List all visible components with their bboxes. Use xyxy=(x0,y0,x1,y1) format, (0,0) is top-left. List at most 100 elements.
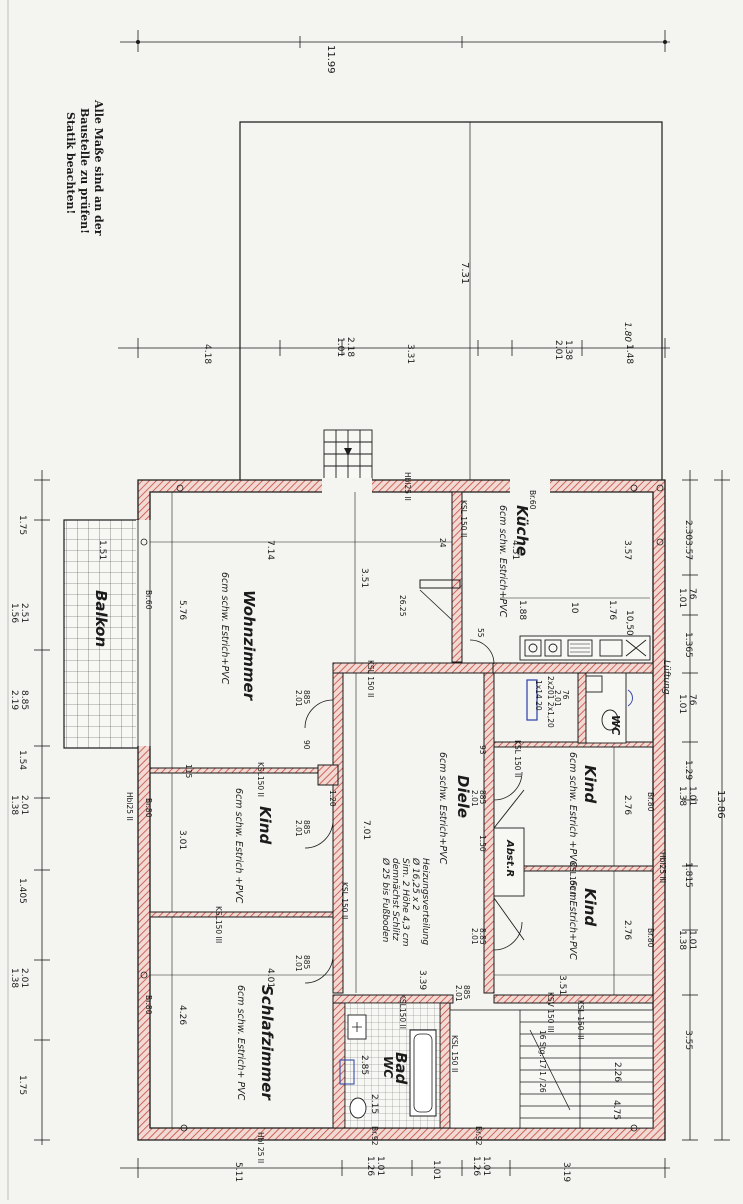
svg-text:Sim. 2 Höhe 4,3 cm: Sim. 2 Höhe 4,3 cm xyxy=(400,858,410,947)
dim-kind-351: 3.51 xyxy=(557,975,567,995)
wall-ksl-bad-h: KSL150 II xyxy=(398,994,407,1029)
dim-r-1815: 1.815 xyxy=(683,862,693,888)
dim-r-357: 3.57 xyxy=(683,540,693,560)
interior-walls xyxy=(149,491,654,1129)
dim-wz-351: 3.51 xyxy=(359,568,369,588)
entrance-steps xyxy=(323,429,373,487)
dim-wz-width: 7.14 xyxy=(265,540,275,560)
dim-d-885e: 885 xyxy=(462,985,471,1000)
dim-top-total: 11.99 xyxy=(325,45,336,74)
kind2-finish: 6cm schw. Estrich +PVC xyxy=(567,752,578,868)
dim-d-201b: 2.01 xyxy=(294,820,303,837)
dim-d-93: 93 xyxy=(478,745,487,755)
dim-d-120: 1.20 xyxy=(328,790,337,807)
dim-r-1386: 13.86 xyxy=(715,790,726,819)
dim-kind-276a: 2.76 xyxy=(622,795,632,815)
dim-d-885f: 8.85 xyxy=(478,928,487,945)
dim-k-357: 3.57 xyxy=(622,540,632,560)
dim-l-201: 2.01 xyxy=(19,795,29,815)
dim-l-1405: 1.405 xyxy=(17,878,27,904)
dim-d-201c: 2.01 xyxy=(294,955,303,972)
svg-text:Heizungsverteilung: Heizungsverteilung xyxy=(420,858,430,945)
bottom-dimension-chain xyxy=(120,1158,670,1178)
dim-l-156: 1.56 xyxy=(9,603,19,623)
dim-d-2625: 26.25 xyxy=(398,595,407,617)
opening-br60-w: Br.60 xyxy=(144,590,153,610)
wohnzimmer-label: Wohnzimmer xyxy=(240,590,258,702)
note-line-2: Baustelle zu prüfen! xyxy=(78,108,91,234)
dim-hand-180: 1.80 xyxy=(622,322,632,342)
wall-ksl-right-a: KSL 150 III xyxy=(576,1000,585,1040)
dim-diele-339: 3.39 xyxy=(417,970,427,990)
dim-l-251: 2.51 xyxy=(19,603,29,623)
dim-201: 2.01 xyxy=(553,340,563,360)
dim-r-129: 1.29 xyxy=(683,760,693,780)
wall-hbl-left: Hbl25 II xyxy=(125,792,134,821)
dim-b-511: 5.11 xyxy=(233,1162,243,1182)
note-line-3: Statik beachten! xyxy=(64,112,77,214)
svg-text:Ø 25 bis Fußboden: Ø 25 bis Fußboden xyxy=(380,857,391,943)
dim-d-55: 55 xyxy=(476,628,485,638)
kind1-label: Kind xyxy=(256,806,274,844)
dim-l-138: 1.38 xyxy=(9,795,19,815)
dim-b-126: 1.26 xyxy=(365,1156,375,1176)
dim-331: 3.31 xyxy=(405,344,415,364)
diele-heating-note: Heizungsverteilung Ø 16,25 x 2 Sim. 2 Hö… xyxy=(380,857,430,947)
wall-hbl-top: Hbl25 II xyxy=(403,472,412,501)
opening-br80-a: Br.80 xyxy=(144,798,153,818)
right-dimension-chain xyxy=(682,470,730,1141)
svg-text:Ø 16,25 x 2: Ø 16,25 x 2 xyxy=(410,857,421,911)
dim-b-319: 3.19 xyxy=(561,1162,571,1182)
dim-d-201e: 2.01 xyxy=(454,985,463,1002)
kind3-label: Kind xyxy=(581,888,599,926)
dim-138: 1.38 xyxy=(563,340,573,360)
bad-sub-label: WC xyxy=(381,1056,395,1078)
bad-label: Bad xyxy=(392,1052,410,1085)
site-note: Alle Maße sind an der Baustelle zu prüfe… xyxy=(64,99,105,236)
dim-218: 2.18 xyxy=(345,337,355,357)
dim-diele-701: 7.01 xyxy=(361,820,371,840)
dim-k-50: 10,50 xyxy=(624,610,634,636)
dim-r-101b: 1.01 xyxy=(677,694,687,714)
dim-bad-215: 2.15 xyxy=(369,1094,379,1114)
dim-d-885b: 885 xyxy=(302,820,311,835)
top-dimension xyxy=(120,30,670,52)
opening-br80-b: Br.80 xyxy=(144,995,153,1015)
dim-r-355: 3.55 xyxy=(683,1030,693,1050)
terrace-outline xyxy=(239,121,663,480)
diele-finish: 6cm schw. Estrich+PVC xyxy=(437,752,448,865)
dim-l-201b: 2.01 xyxy=(19,968,29,988)
wc-label: WC xyxy=(609,715,622,735)
dim-l-219: 2.19 xyxy=(9,690,19,710)
wall-lueftung: Lüftung xyxy=(661,660,671,695)
schlafzimmer-label: Schlafzimmer xyxy=(258,985,276,1101)
left-dimension-chain xyxy=(34,470,50,1145)
dim-k-10: 10 xyxy=(569,602,579,614)
dim-418: 4.18 xyxy=(202,344,212,364)
dim-d-1x14: 1x14 20 xyxy=(534,680,543,711)
kueche-label: Küche xyxy=(513,505,531,556)
dim-b-126b: 1.26 xyxy=(471,1156,481,1176)
dim-l-175b: 1.75 xyxy=(17,1075,27,1095)
wall-hbl-right: Hbl25 III xyxy=(658,852,667,883)
wall-ksl-kind-a: KSL150 II xyxy=(568,862,577,897)
dim-b-101b: 1.01 xyxy=(431,1160,441,1180)
wall-ksl-kueche: KSL 150 II xyxy=(459,500,468,537)
dim-r-1365: 1.365 xyxy=(683,632,693,658)
note-line-1: Alle Maße sind an der xyxy=(92,99,105,236)
dim-schl-426: 4.26 xyxy=(177,1005,187,1025)
dim-r-230: 2.30 xyxy=(683,520,693,540)
kind2-label: Kind xyxy=(581,765,599,803)
dim-d-201f: 2.01 xyxy=(470,928,479,945)
wall-ksl-bad-v: KSL 150 II xyxy=(450,1035,459,1072)
balkon-label: Balkon xyxy=(92,590,110,647)
opening-br80-d: Br.80 xyxy=(646,928,655,948)
dim-d-76: 76 xyxy=(561,690,570,700)
kind1-finish: 6cm schw. Estrich +PVC xyxy=(233,788,244,904)
dim-101: 1.01 xyxy=(335,337,345,357)
dim-148: 1.48 xyxy=(624,344,634,364)
dim-k-188: 1.88 xyxy=(517,600,527,620)
dim-d-885d: 885 xyxy=(478,790,487,805)
